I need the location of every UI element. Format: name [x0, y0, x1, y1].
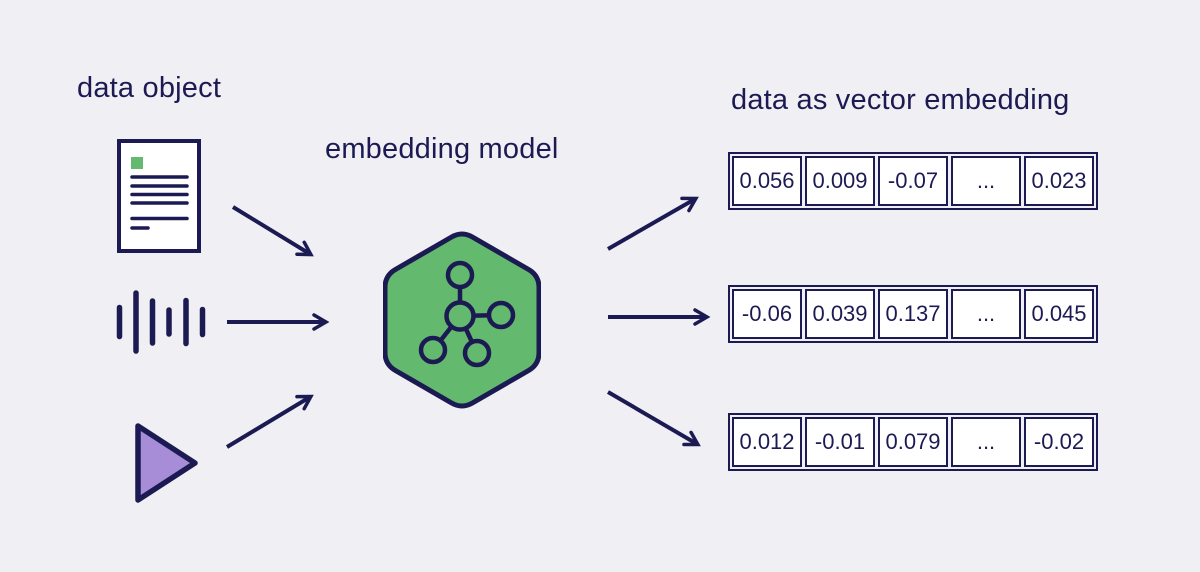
vector-cell-ellipsis: ... — [951, 289, 1021, 339]
vector-cell: 0.012 — [732, 417, 802, 467]
vector-row-1: 0.056 0.009 -0.07 ... 0.023 — [728, 152, 1098, 210]
vector-row-3: 0.012 -0.01 0.079 ... -0.02 — [728, 413, 1098, 471]
vector-cell-ellipsis: ... — [951, 156, 1021, 206]
vector-embedding-label: data as vector embedding — [731, 84, 1070, 116]
data-object-label: data object — [77, 72, 222, 104]
hexagon-network-icon — [382, 229, 542, 413]
audio-waveform-icon — [110, 288, 210, 358]
arrow-video-to-model — [225, 394, 314, 449]
document-icon — [117, 139, 201, 253]
vector-row-2: -0.06 0.039 0.137 ... 0.045 — [728, 285, 1098, 343]
vector-cell: -0.01 — [805, 417, 875, 467]
arrow-document-to-model — [231, 205, 314, 257]
vector-cell: -0.07 — [878, 156, 948, 206]
vector-cell: 0.056 — [732, 156, 802, 206]
arrow-model-to-vector-3 — [606, 390, 701, 447]
video-play-icon — [133, 421, 201, 505]
vector-cell-ellipsis: ... — [951, 417, 1021, 467]
graph-nodes — [418, 260, 516, 368]
arrow-model-to-vector-1 — [607, 196, 699, 251]
vector-cell: 0.079 — [878, 417, 948, 467]
vector-cell: 0.045 — [1024, 289, 1094, 339]
vector-cell: 0.039 — [805, 289, 875, 339]
embedding-model-label: embedding model — [325, 133, 559, 165]
vector-cell: 0.137 — [878, 289, 948, 339]
vector-cell: -0.02 — [1024, 417, 1094, 467]
vector-cell: -0.06 — [732, 289, 802, 339]
vector-cell: 0.023 — [1024, 156, 1094, 206]
vector-cell: 0.009 — [805, 156, 875, 206]
